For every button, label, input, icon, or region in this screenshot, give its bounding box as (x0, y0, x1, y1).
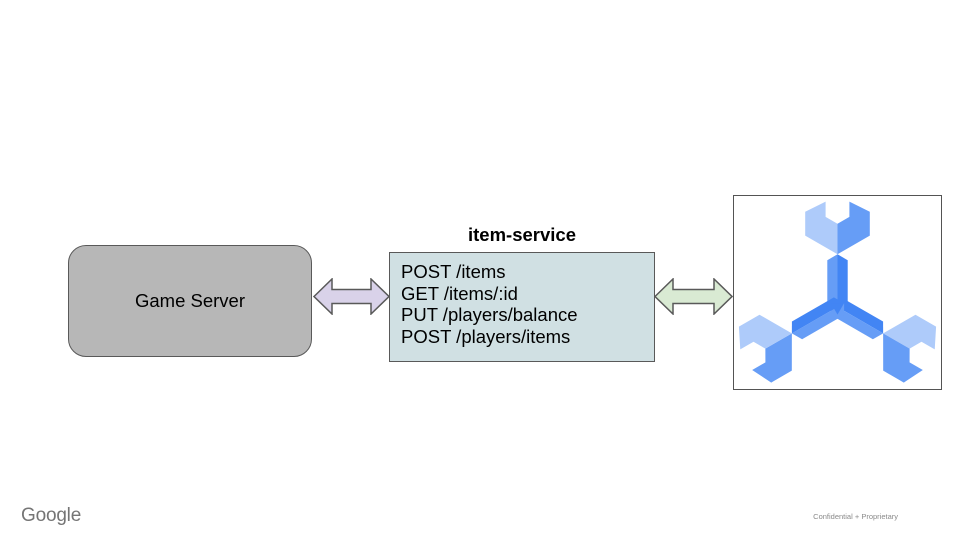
double-arrow-icon (654, 278, 733, 315)
double-arrow-shape (313, 278, 390, 315)
double-arrow-shape (654, 278, 733, 315)
arrow-game-to-item-service (313, 278, 390, 315)
confidential-label: Confidential + Proprietary (813, 512, 898, 521)
spanner-hub (830, 303, 845, 315)
cloud-spanner-icon (734, 201, 941, 388)
spanner-arm-top (805, 201, 870, 315)
game-server-shape: Game Server (68, 245, 312, 357)
google-logo: Google (21, 505, 82, 526)
endpoint-line: GET /items/:id (401, 282, 518, 304)
endpoint-line: PUT /players/balance (401, 304, 578, 325)
item-service-title: item-service (468, 224, 576, 245)
spanner-container-box (733, 195, 942, 390)
game-server-label: Game Server (134, 290, 245, 311)
item-service-shape: POST /items GET /items/:id PUT /players/… (389, 252, 655, 362)
endpoint-line: POST /players/items (401, 325, 571, 347)
double-arrow-icon (313, 278, 390, 315)
endpoint-line: POST /items (401, 261, 506, 282)
arrow-item-service-to-spanner (654, 278, 733, 315)
